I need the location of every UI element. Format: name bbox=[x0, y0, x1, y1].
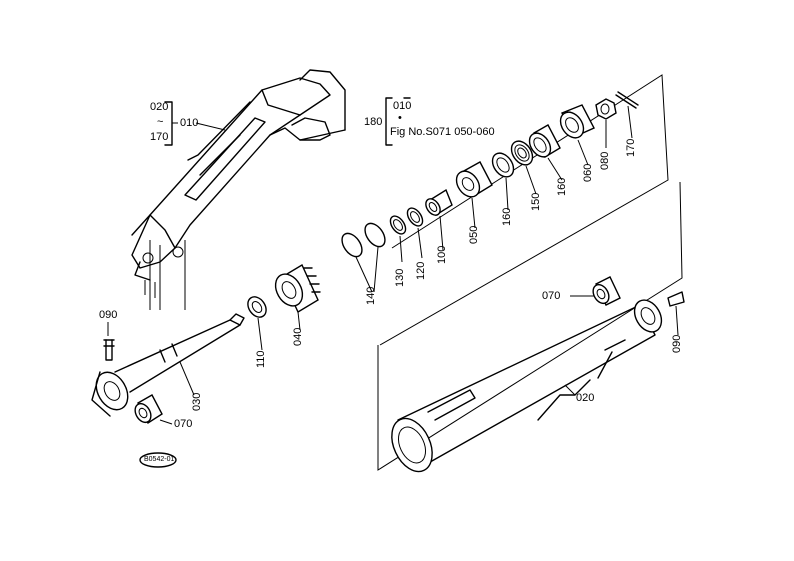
tube-frame bbox=[377, 181, 683, 471]
label-110: 110 bbox=[255, 350, 267, 368]
label-060: 060 bbox=[582, 163, 594, 182]
label-070-right: 070 bbox=[542, 290, 561, 302]
ring-130-inner bbox=[393, 219, 403, 231]
label-ref-180: 180 bbox=[364, 116, 383, 128]
o-ring-140-a bbox=[341, 232, 363, 258]
label-150: 150 bbox=[530, 192, 542, 211]
label-010: 010 bbox=[180, 117, 199, 129]
label-030: 030 bbox=[191, 392, 203, 411]
label-100: 100 bbox=[436, 245, 448, 264]
piston-050 bbox=[455, 161, 493, 198]
leader-110 bbox=[257, 317, 263, 351]
cylinder-cover-040 bbox=[274, 263, 321, 314]
label-range-dash: ~ bbox=[157, 116, 164, 128]
leader-020 bbox=[564, 384, 576, 396]
label-ref-dot: • bbox=[398, 112, 402, 124]
label-160a: 160 bbox=[501, 207, 513, 226]
label-160b: 160 bbox=[556, 177, 568, 196]
grease-nipple-090-left bbox=[103, 339, 115, 361]
leader-030 bbox=[179, 361, 195, 396]
leader-100 bbox=[439, 215, 444, 251]
exploded-frame bbox=[379, 74, 669, 346]
bushing-070-right bbox=[592, 276, 621, 306]
leader-040 bbox=[297, 311, 301, 331]
bushing-070-left bbox=[134, 394, 163, 425]
label-070-left: 070 bbox=[174, 418, 193, 430]
label-170: 170 bbox=[625, 138, 637, 157]
leader-140-b bbox=[373, 246, 379, 293]
label-080: 080 bbox=[599, 151, 611, 170]
o-ring-140-b bbox=[364, 222, 386, 248]
leader-160a bbox=[505, 177, 509, 211]
stamp-code: B0542-01 bbox=[144, 456, 175, 463]
cylinder-tube-020 bbox=[391, 299, 663, 473]
seal-160b bbox=[528, 124, 561, 159]
leader-090-right bbox=[675, 305, 679, 336]
label-090-right: 090 bbox=[671, 334, 683, 353]
leader-160b bbox=[547, 157, 563, 181]
leader-010 bbox=[195, 122, 226, 131]
leader-050 bbox=[471, 197, 476, 229]
leader-070-left bbox=[159, 419, 173, 425]
label-020-top: 020 bbox=[150, 101, 169, 113]
ring-130 bbox=[389, 215, 407, 235]
cotter-pin-170 bbox=[615, 91, 639, 109]
label-fig-ref: Fig No.S071 050-060 bbox=[390, 126, 495, 138]
boom-assembly bbox=[131, 69, 346, 310]
label-120: 120 bbox=[415, 261, 427, 280]
washer-110 bbox=[247, 296, 267, 318]
leader-120 bbox=[417, 227, 423, 259]
leader-130 bbox=[399, 235, 403, 263]
label-130: 130 bbox=[394, 268, 406, 287]
nut-080 bbox=[595, 98, 617, 120]
label-ref-010: 010 bbox=[393, 100, 412, 112]
leader-170 bbox=[627, 105, 633, 139]
label-040: 040 bbox=[292, 327, 304, 346]
stamp-oval bbox=[139, 452, 177, 468]
seal-150 bbox=[510, 140, 534, 166]
bracket-ref bbox=[385, 97, 393, 146]
label-020: 020 bbox=[576, 392, 595, 404]
label-140: 140 bbox=[365, 286, 377, 305]
leader-060 bbox=[577, 139, 589, 166]
gland-060 bbox=[559, 104, 595, 139]
leader-150 bbox=[525, 165, 537, 195]
ring-120-inner bbox=[410, 211, 420, 223]
piston-rod-030 bbox=[91, 313, 245, 417]
seal-160a bbox=[491, 152, 515, 178]
grease-nipple-090-right bbox=[667, 291, 685, 307]
ring-120 bbox=[406, 207, 424, 227]
collar-100 bbox=[425, 188, 453, 217]
label-170-top: 170 bbox=[150, 131, 169, 143]
label-050: 050 bbox=[468, 225, 480, 244]
label-090-left: 090 bbox=[99, 309, 118, 321]
leader-140-a bbox=[355, 256, 373, 293]
